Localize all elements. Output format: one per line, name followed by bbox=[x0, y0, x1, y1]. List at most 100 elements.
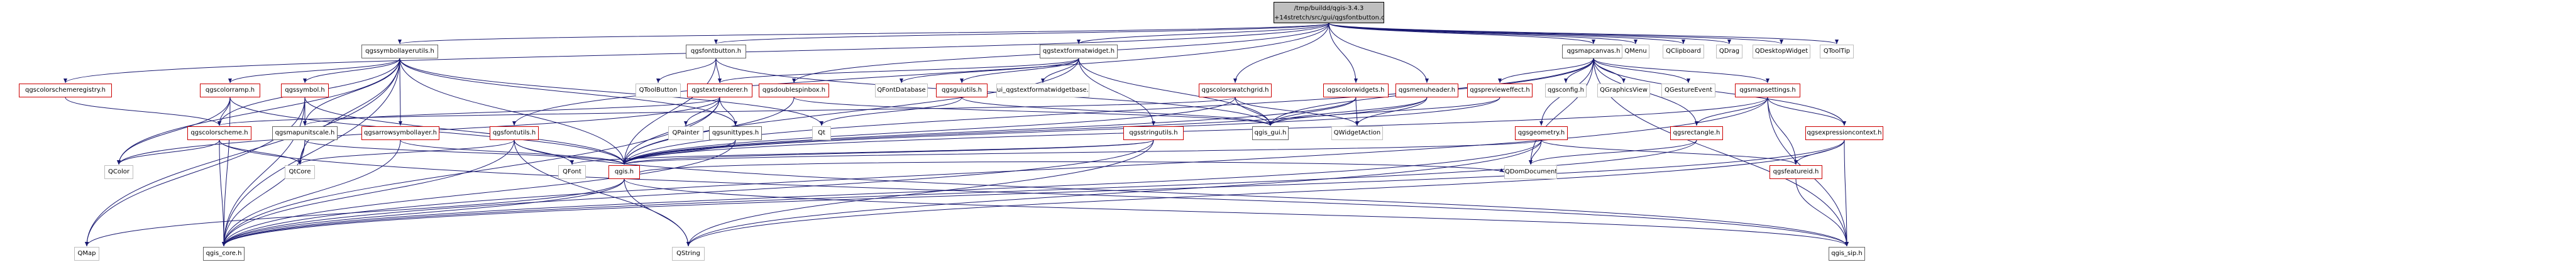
node-qgsstringutils[interactable]: qgsstringutils.h bbox=[1123, 126, 1184, 140]
edge-qgsarrowsymbollayer-to-qgis-core bbox=[222, 139, 401, 247]
edge-qgsmapcanvas-to-qgsexpressioncontext bbox=[1593, 58, 1846, 126]
edge-qgspreviewеffect-to-qgis-gui bbox=[1269, 97, 1500, 126]
node-qgis-sip[interactable]: qgis_sip.h bbox=[1829, 247, 1865, 261]
node-qgsmenuheader[interactable]: qgsmenuheader.h bbox=[1395, 84, 1458, 97]
node-qmenu[interactable]: QMenu bbox=[1622, 45, 1649, 58]
edge-qgscolorramp-to-qcolor bbox=[117, 97, 231, 165]
node-qgis[interactable]: qgis.h bbox=[608, 165, 640, 179]
root-file-node: /tmp/buildd/qgis-3.4.3 +14stretch/src/gu… bbox=[1274, 2, 1384, 23]
node-qgsguiutils[interactable]: qgsguiutils.h bbox=[936, 84, 988, 97]
edge-root-file-node-to-qgsmenuheader bbox=[1328, 23, 1429, 84]
node-qclipboard[interactable]: QClipboard bbox=[1663, 45, 1704, 58]
node-qgsmapunitscale[interactable]: qgsmapunitscale.h bbox=[272, 126, 338, 140]
node-qdesktopwidget[interactable]: QDesktopWidget bbox=[1753, 45, 1810, 58]
edge-qgscolorswatchgrid-to-qgscolorscheme bbox=[217, 97, 1236, 126]
node-qstring[interactable]: QString bbox=[672, 247, 705, 261]
edge-qgis-to-qmap bbox=[85, 178, 625, 247]
node-qdomdocument[interactable]: QDomDocument bbox=[1504, 165, 1557, 179]
edge-qgsmenuheader-to-qwidgetaction bbox=[1355, 97, 1428, 126]
edge-qgsmapunitscale-to-qgis-core bbox=[222, 139, 305, 247]
edge-qgsexpressioncontext-to-qstring bbox=[686, 139, 1845, 247]
node-qt[interactable]: Qt bbox=[812, 126, 831, 140]
edge-qgsfontutils-to-qgis-core bbox=[222, 139, 515, 247]
edge-qgsrectangle-to-qdomdocument bbox=[1529, 139, 1697, 165]
node-qgsrectangle[interactable]: qgsrectangle.h bbox=[1670, 126, 1723, 140]
edge-qgssymbollayerutils-to-qgsunittypes bbox=[399, 58, 737, 126]
edge-qgsmapcanvas-to-qgestureevent bbox=[1593, 58, 1690, 84]
edge-qgscolorscheme-to-qgis-core bbox=[219, 139, 226, 247]
node-qgsunittypes[interactable]: qgsunittypes.h bbox=[709, 126, 762, 140]
node-qfont[interactable]: QFont bbox=[558, 165, 586, 179]
edge-qgssymbollayerutils-to-qt bbox=[399, 58, 823, 126]
edge-qgsfontbutton-to-qgis bbox=[622, 58, 717, 165]
node-qgscolorramp[interactable]: qgscolorramp.h bbox=[200, 84, 260, 97]
edge-qgsmapsettings-to-qgsrectangle bbox=[1695, 97, 1768, 126]
edge-qgis-to-qgis-core bbox=[222, 178, 625, 247]
edge-qgssymbol-to-qmap bbox=[85, 97, 305, 247]
edge-qgscolorwidgets-to-qwidgetaction bbox=[1355, 97, 1359, 126]
edge-qgsfontbutton-to-qgis-gui bbox=[715, 58, 1272, 126]
edge-qgsunittypes-to-qgis-core bbox=[222, 139, 736, 247]
node-qdrag[interactable]: QDrag bbox=[1716, 45, 1742, 58]
node-qgsconfig[interactable]: qgsconfig.h bbox=[1545, 84, 1587, 97]
edge-qgsmapcanvas-to-qgsconfig bbox=[1564, 58, 1594, 84]
node-qgssymbollayerutils[interactable]: qgssymbollayerutils.h bbox=[361, 45, 438, 58]
edge-qgsexpressioncontext-to-qgis-core bbox=[222, 139, 1845, 247]
edge-root-file-node-to-qgsfontutils bbox=[512, 23, 1329, 126]
node-qgsmapcanvas[interactable]: qgsmapcanvas.h bbox=[1562, 45, 1625, 58]
node-qgsfeatureid[interactable]: qgsfeatureid.h bbox=[1770, 165, 1822, 179]
node-qgsmapsettings[interactable]: qgsmapsettings.h bbox=[1735, 84, 1800, 97]
node-qtooltip[interactable]: QToolTip bbox=[1820, 45, 1854, 58]
edge-qgsguiutils-to-qt bbox=[820, 97, 962, 126]
node-qpainter[interactable]: QPainter bbox=[668, 126, 703, 140]
node-qgsexpressioncontext[interactable]: qgsexpressioncontext.h bbox=[1805, 126, 1883, 140]
edge-qgscolorswatchgrid-to-qwidgetaction bbox=[1235, 97, 1359, 126]
edge-qgstextformatwidget-to-qgsstringutils bbox=[1078, 58, 1155, 126]
edge-qgsmapsettings-to-qgsexpressioncontext bbox=[1767, 97, 1846, 126]
node-qgscolorswatchgrid[interactable]: qgscolorswatchgrid.h bbox=[1199, 84, 1272, 97]
node-qcolor[interactable]: QColor bbox=[104, 165, 133, 179]
node-qgstextformatwidget[interactable]: qgstextformatwidget.h bbox=[1040, 45, 1118, 58]
node-qgspreviewеffect[interactable]: qgspreviеweffect.h bbox=[1467, 84, 1533, 97]
node-qtoolbutton[interactable]: QToolButton bbox=[636, 84, 681, 97]
edge-qgssymbollayerutils-to-qgssymbol bbox=[303, 58, 400, 84]
edge-qgsfontutils-to-qtcore bbox=[298, 139, 515, 165]
node-qwidgetaction[interactable]: QWidgetAction bbox=[1331, 126, 1383, 140]
edge-qgsmapsettings-to-qgsfeatureid bbox=[1767, 97, 1798, 165]
edge-qgssymbol-to-qgis-core bbox=[222, 97, 305, 247]
edge-qgssymbollayerutils-to-qgsmapunitscale bbox=[303, 58, 400, 126]
node-qgscolorscheme[interactable]: qgscolorscheme.h bbox=[187, 126, 251, 140]
node-qgssymbol[interactable]: qgssymbol.h bbox=[281, 84, 329, 97]
node-qgsgeometry[interactable]: qgsgeometry.h bbox=[1515, 126, 1568, 140]
edge-qgstextformatwidget-to-qfontdatabase bbox=[900, 58, 1079, 84]
node-qgsdoublespinbox[interactable]: qgsdoublespinbox.h bbox=[759, 84, 829, 97]
edge-qgsmapsettings-to-qgis-core bbox=[222, 97, 1768, 247]
node-qgsfontutils[interactable]: qgsfontutils.h bbox=[490, 126, 539, 140]
edge-qgstextformatwidget-to-qgstextrenderer bbox=[718, 58, 1079, 84]
node-qgraphicsview[interactable]: QGraphicsView bbox=[1597, 84, 1650, 97]
edge-qgsfontbutton-to-qtoolbutton bbox=[656, 58, 717, 84]
node-qgsarrowsymbollayer[interactable]: qgsarrowsymbollayer.h bbox=[361, 126, 439, 140]
root-file-path-line1: /tmp/buildd/qgis-3.4.3 bbox=[1294, 5, 1364, 12]
node-qgis-gui[interactable]: qgis_gui.h bbox=[1252, 126, 1289, 140]
edge-qgsfeatureid-to-qgis-sip bbox=[1795, 178, 1849, 247]
edge-qgsmenuheader-to-qgis bbox=[622, 97, 1428, 165]
node-qgscolorwidgets[interactable]: qgscolorwidgets.h bbox=[1323, 84, 1389, 97]
node-qmap[interactable]: QMap bbox=[74, 247, 99, 261]
edge-qgscolorramp-to-qgscolorscheme bbox=[217, 97, 231, 126]
edge-qgis-to-qstring bbox=[624, 178, 690, 247]
edge-qgsmapsettings-to-qgis bbox=[622, 97, 1768, 165]
edge-qgsmapcanvas-to-qgis bbox=[622, 58, 1594, 165]
node-qgsfontbutton[interactable]: qgsfontbutton.h bbox=[686, 45, 746, 58]
node-ui-qgstextformatwidgetbase[interactable]: ui_qgstextformatwidgetbase.h bbox=[996, 84, 1089, 97]
node-qgscolorschemeregistry[interactable]: qgscolorschemeregistry.h bbox=[19, 84, 112, 97]
node-qgstextrenderer[interactable]: qgstextrenderer.h bbox=[687, 84, 752, 97]
edge-root-file-node-to-qgstextformatwidget bbox=[1077, 23, 1329, 45]
node-qgestureevent[interactable]: QGestureEvent bbox=[1661, 84, 1715, 97]
edge-qgscolorswatchgrid-to-qgis bbox=[622, 97, 1236, 165]
node-qfontdatabase[interactable]: QFontDatabase bbox=[875, 84, 928, 97]
edge-qgscolorwidgets-to-qgis-gui bbox=[1269, 97, 1357, 126]
node-qtcore[interactable]: QtCore bbox=[285, 165, 315, 179]
node-qgis-core[interactable]: qgis_core.h bbox=[203, 247, 245, 261]
edge-qgsstringutils-to-qstring bbox=[686, 139, 1154, 247]
